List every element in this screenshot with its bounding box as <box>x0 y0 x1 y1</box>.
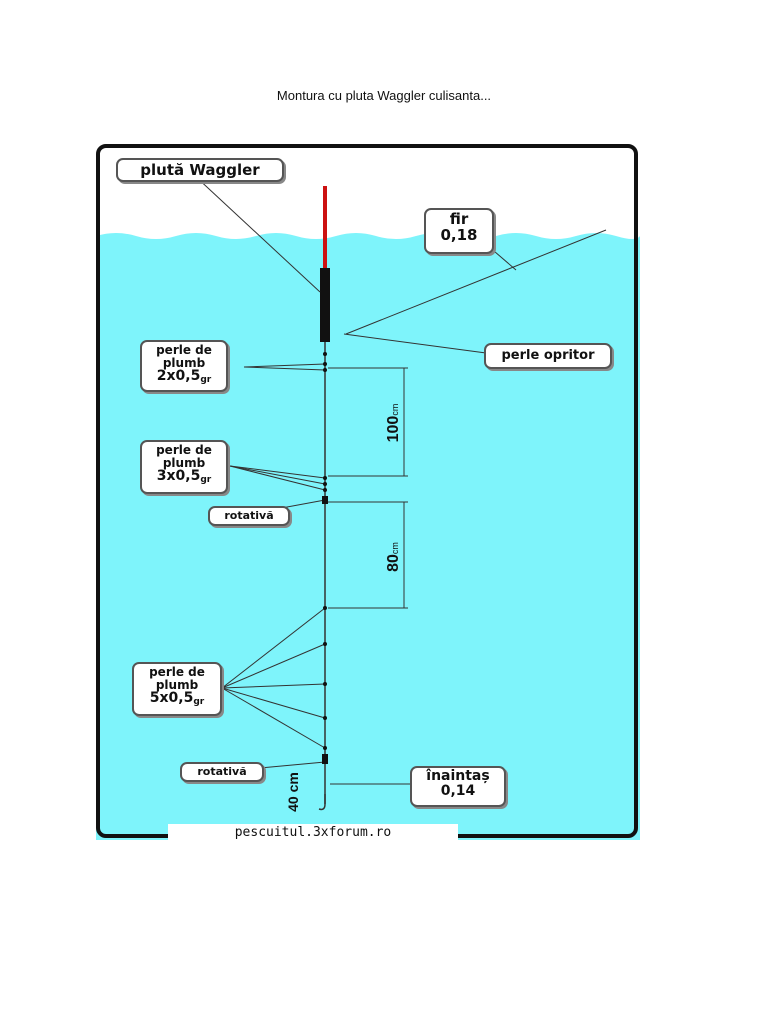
dim-lower-label: 80cm <box>385 529 403 585</box>
swivel-bottom-label: rotativă <box>180 762 264 782</box>
pointer-weights-mid-b <box>229 465 326 485</box>
swivel-top-label-text: rotativă <box>224 509 274 522</box>
pointer-weights-bottom-e <box>221 687 326 749</box>
leader-label-value: 0,14 <box>440 782 476 799</box>
weights-mid-label: perle de plumb 3x0,5gr <box>140 440 228 494</box>
float-tip <box>323 186 327 272</box>
gram-unit: gr <box>200 375 212 386</box>
leader-label-title: înaintaș <box>426 768 490 784</box>
weight-bead <box>323 606 327 610</box>
stopper-label-text: perle opritor <box>501 348 595 363</box>
hook-length-value: 40 cm <box>285 772 301 812</box>
weight-bead <box>323 642 327 646</box>
weight-bead <box>323 362 327 366</box>
weight-bead <box>323 716 327 720</box>
hook <box>318 794 326 811</box>
dim-upper-label: 100cm <box>385 391 403 455</box>
dim-upper-unit: cm <box>390 403 400 416</box>
weights-bottom-label: perle de plumb 5x0,5gr <box>132 662 222 716</box>
weight-bead <box>323 488 327 492</box>
stopper-bead <box>323 352 327 356</box>
source-footer: pescuitul.3xforum.ro <box>168 824 458 842</box>
gram-unit: gr <box>200 475 212 486</box>
pointer-weights-mid-a <box>229 465 326 479</box>
weights-top-qty: 2x0,5 <box>156 368 201 385</box>
float-label: plută Waggler <box>116 158 284 182</box>
weight-bead <box>323 682 327 686</box>
weights-top-line1: perle de <box>156 343 212 357</box>
pointer-weights-bottom-a <box>221 607 326 689</box>
swivel-top <box>322 496 328 504</box>
rig-drawing <box>96 144 640 840</box>
float-body <box>320 268 330 342</box>
dim-upper-value: 100 <box>385 415 402 443</box>
hook-length-label: 40 cm <box>285 765 301 819</box>
pointer-weights-mid-c <box>229 465 326 491</box>
stopper-label: perle opritor <box>484 343 612 369</box>
pointer-weights-bottom-b <box>221 643 326 689</box>
line-label-value: 0,18 <box>440 225 478 244</box>
swivel-bottom <box>322 754 328 764</box>
water-area <box>96 233 640 840</box>
weights-bottom-line1: perle de <box>149 665 205 679</box>
weights-mid-line2: plumb <box>162 455 206 470</box>
float-label-text: plută Waggler <box>140 161 260 179</box>
weights-bottom-line2: plumb <box>155 677 199 692</box>
reel-line <box>345 229 607 335</box>
leader-label: înaintaș 0,14 <box>410 766 506 807</box>
fishing-rig-diagram: plută Waggler fir 0,18 perle opritor per… <box>96 144 640 842</box>
swivel-bottom-label-text: rotativă <box>197 765 247 778</box>
gram-unit: gr <box>193 697 205 708</box>
weights-mid-line1: perle de <box>156 443 212 457</box>
weight-bead <box>323 368 327 372</box>
pointer-weights-bottom-d <box>221 687 326 719</box>
pointer-weights-top-a <box>243 363 326 368</box>
line-label: fir 0,18 <box>424 208 494 254</box>
pointer-weights-bottom-c <box>221 683 326 689</box>
swivel-top-label: rotativă <box>208 506 290 526</box>
weights-top-line2: plumb <box>162 355 206 370</box>
weight-bead <box>323 482 327 486</box>
weight-bead <box>323 476 327 480</box>
weights-top-label: perle de plumb 2x0,5gr <box>140 340 228 392</box>
source-footer-text: pescuitul.3xforum.ro <box>234 825 392 840</box>
pointer-float <box>193 174 321 293</box>
pointer-weights-top-b <box>243 366 326 371</box>
pointer-stopper <box>343 333 487 354</box>
weights-bottom-qty: 5x0,5 <box>149 690 194 707</box>
dim-lower-value: 80 <box>385 554 402 572</box>
pointer-swivel-bottom <box>259 761 326 769</box>
dim-lower-unit: cm <box>390 542 400 555</box>
weight-bead <box>323 746 327 750</box>
line-label-title: fir <box>449 210 469 228</box>
weights-mid-qty: 3x0,5 <box>156 468 201 485</box>
page-title: Montura cu pluta Waggler culisanta... <box>276 88 492 103</box>
